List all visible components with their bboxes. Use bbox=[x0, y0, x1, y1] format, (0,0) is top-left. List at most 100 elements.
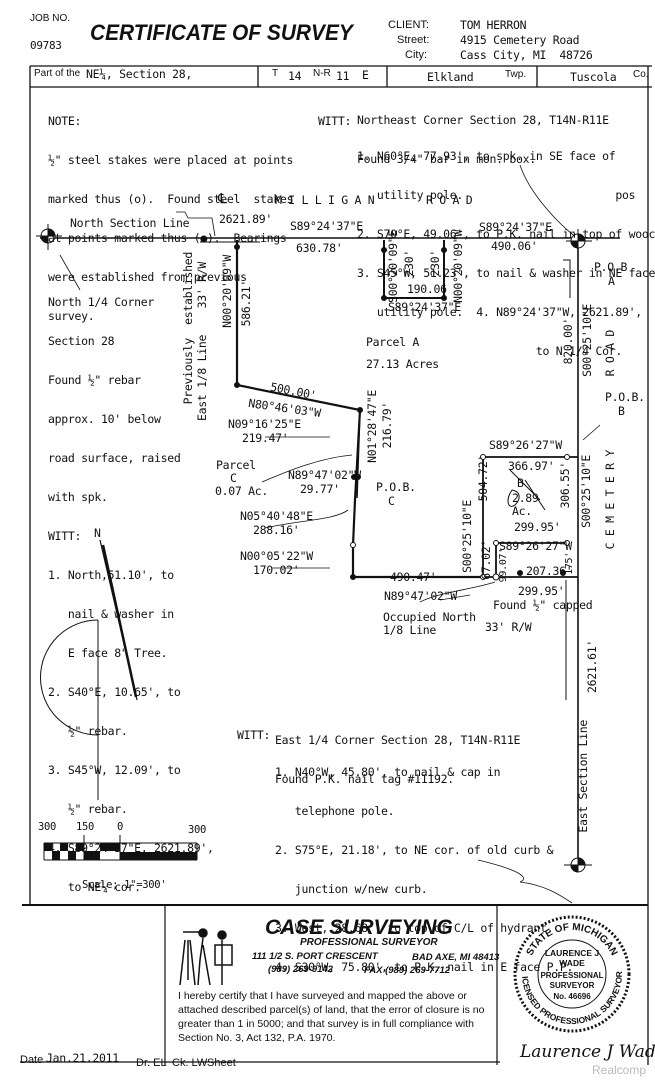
bearing-label: S00°20'09"E bbox=[386, 230, 400, 303]
scale-label: Scale; 1"=300' bbox=[82, 879, 167, 891]
note-line: ½" steel stakes were placed at points bbox=[48, 153, 294, 167]
bearing-label: S89°24'37"E bbox=[479, 220, 552, 234]
county-label: Co. bbox=[633, 69, 649, 80]
client-name: TOM HERRON bbox=[460, 18, 527, 32]
note-title: NOTE: bbox=[48, 114, 82, 128]
range-number: 11 bbox=[336, 69, 350, 83]
pob-b-label: P.O.B. bbox=[605, 390, 645, 404]
distance-label: 630.78' bbox=[296, 241, 343, 255]
company-city: BAD AXE, MI 48413 bbox=[412, 952, 500, 963]
witness-item: utility pole. pos bbox=[357, 188, 636, 202]
bearing-label: S89°24'37"E bbox=[388, 300, 461, 314]
distance-label: 2621.61' bbox=[585, 640, 599, 693]
sheet-label: Sheet bbox=[207, 1057, 236, 1069]
note-line: 4. S89°24'37"E, 2621.89', bbox=[48, 841, 214, 855]
parcel-c-label: Parcel bbox=[216, 458, 256, 472]
note-line: Found ½" rebar bbox=[48, 373, 141, 387]
corner-symbol-nw bbox=[36, 224, 62, 250]
distance-label: 230' bbox=[428, 250, 442, 277]
watermark: Realcomp bbox=[592, 1063, 647, 1077]
distance-label: 216.79' bbox=[380, 402, 394, 449]
distance-label: 504.72' bbox=[476, 455, 490, 502]
seal-title: PROFESSIONAL SURVEYOR bbox=[540, 971, 604, 990]
part-of-value: NE¼, Section 28, bbox=[86, 67, 192, 81]
note-line: marked thus (o). Found steel stakes bbox=[48, 192, 294, 206]
north-quarter-corner-notes: North 1/4 Corner Section 28 Found ½" reb… bbox=[48, 270, 214, 907]
pob-c-label: P.O.B. bbox=[376, 480, 416, 494]
note-line: North 1/4 Corner bbox=[48, 295, 154, 309]
bearing-label: S00°25'10"E bbox=[580, 304, 594, 377]
street-label: Street: bbox=[397, 34, 430, 46]
note-line: Section 28 bbox=[48, 334, 115, 348]
distance-label: 230' bbox=[402, 250, 416, 277]
ne-corner-line: Northeast Corner Section 28, T14N-R11E bbox=[357, 113, 609, 127]
pob-a-label: P.O.B bbox=[594, 260, 628, 274]
bearing-label: N09°16'25"E bbox=[228, 417, 301, 431]
bearing-label: N05°40'48"E bbox=[240, 509, 313, 523]
cemetery-label: C E M E T E R Y bbox=[603, 450, 617, 550]
scale-tick: 300 bbox=[38, 821, 57, 833]
note-line: E face 8" Tree. bbox=[48, 646, 168, 660]
distance-label: 190.06 bbox=[407, 282, 447, 296]
checked-by: Ck. LW bbox=[172, 1057, 208, 1069]
county-name: Tuscola bbox=[570, 70, 617, 84]
ne-corner-line: Found 3/4" bar in mon. box. bbox=[357, 152, 536, 166]
note-line: were established from previous bbox=[48, 270, 247, 284]
distance-label: 299.95' bbox=[514, 520, 561, 534]
document-title: CERTIFICATE OF SURVEY bbox=[90, 20, 353, 45]
range-direction: E bbox=[362, 68, 369, 82]
note-line: 3. S45°W, 12.09', to bbox=[48, 763, 181, 777]
township-label: Twp. bbox=[505, 69, 527, 80]
note-line: ½" rebar. bbox=[48, 724, 128, 738]
bearing-label: N89°47'02"W bbox=[384, 589, 457, 603]
parcel-c-acres: 0.07 Ac. bbox=[215, 484, 268, 498]
part-of-label: Part of the bbox=[34, 68, 81, 79]
distance-label: 490.47' bbox=[390, 570, 437, 584]
witness-item: 1. N40°W, 45.80', to nail & cap in bbox=[275, 765, 501, 779]
survey-date: Jan.21.2011 bbox=[46, 1051, 119, 1065]
township-name: Elkland bbox=[427, 70, 474, 84]
bearing-label: S00°25'10"E bbox=[579, 455, 593, 528]
scale-tick: 150 bbox=[76, 821, 95, 833]
distance-label: 299.95' bbox=[518, 584, 565, 598]
ne-corner-notes: Northeast Corner Section 28, T14N-R11E F… bbox=[357, 88, 609, 179]
distance-label: 490.06' bbox=[491, 239, 538, 253]
distance-label: 820.00' bbox=[561, 318, 575, 365]
distance-label: 99.07' bbox=[498, 548, 509, 583]
note-line: road surface, raised bbox=[48, 451, 181, 465]
note-line: survey. bbox=[48, 309, 95, 323]
range-label: N-R bbox=[313, 68, 331, 79]
pob-a-letter: A bbox=[608, 274, 615, 288]
note-line: approx. 10' below bbox=[48, 412, 161, 426]
east-eighth-line-label: East 1/8 Line 33' R/W bbox=[195, 262, 209, 421]
witness-item: utility pole. 4. N89°24'37"W, 2621.89', bbox=[357, 305, 642, 319]
scale-tick: 300 bbox=[188, 824, 207, 836]
note-line: Found P.K. nail tag #11192. bbox=[275, 772, 454, 786]
distance-label: 67.02' bbox=[479, 540, 493, 580]
date-label: Date bbox=[20, 1054, 44, 1066]
company-name: CASE SURVEYING bbox=[265, 916, 453, 939]
scale-tick: 0 bbox=[117, 821, 124, 833]
bearing-label: N89°47'02"W bbox=[288, 468, 361, 482]
north-section-line-label: North Section Line bbox=[70, 216, 190, 230]
note-line: 1. North,51.10', to bbox=[48, 568, 174, 582]
distance-label: 207.36' bbox=[526, 564, 573, 578]
note-line: with spk. bbox=[48, 490, 108, 504]
road-label: R O A D bbox=[426, 193, 473, 207]
e-witt-label: WITT: bbox=[237, 728, 271, 742]
witness-item: 4. S30°W, 75.80', to P.K. nail in E face… bbox=[275, 960, 574, 974]
note-line: East 1/4 Corner Section 28, T14N-R11E bbox=[275, 733, 521, 747]
certification-statement: I hereby certify that I have surveyed an… bbox=[178, 990, 485, 1044]
found-capped-label: Found ½" capped bbox=[493, 598, 593, 612]
bearing-label: S89°24'37"E bbox=[290, 219, 363, 233]
note-section: NOTE: ½" steel stakes were placed at poi… bbox=[48, 89, 293, 336]
company-subtitle: PROFESSIONAL SURVEYOR bbox=[300, 937, 438, 948]
previous-line-label: Previously established bbox=[181, 252, 195, 405]
distance-label: 29.77' bbox=[300, 482, 340, 496]
distance-label: 306.55' bbox=[558, 462, 572, 509]
parcel-b-acres: 2.89 bbox=[512, 491, 539, 505]
parcel-c-letter: C bbox=[230, 471, 237, 485]
witness-item: 3. West, 28.68', to top of C/L of hydran… bbox=[275, 921, 554, 935]
note-line: 2. S40°E, 10.65', to bbox=[48, 685, 181, 699]
parcel-a-label: Parcel A bbox=[366, 335, 419, 349]
